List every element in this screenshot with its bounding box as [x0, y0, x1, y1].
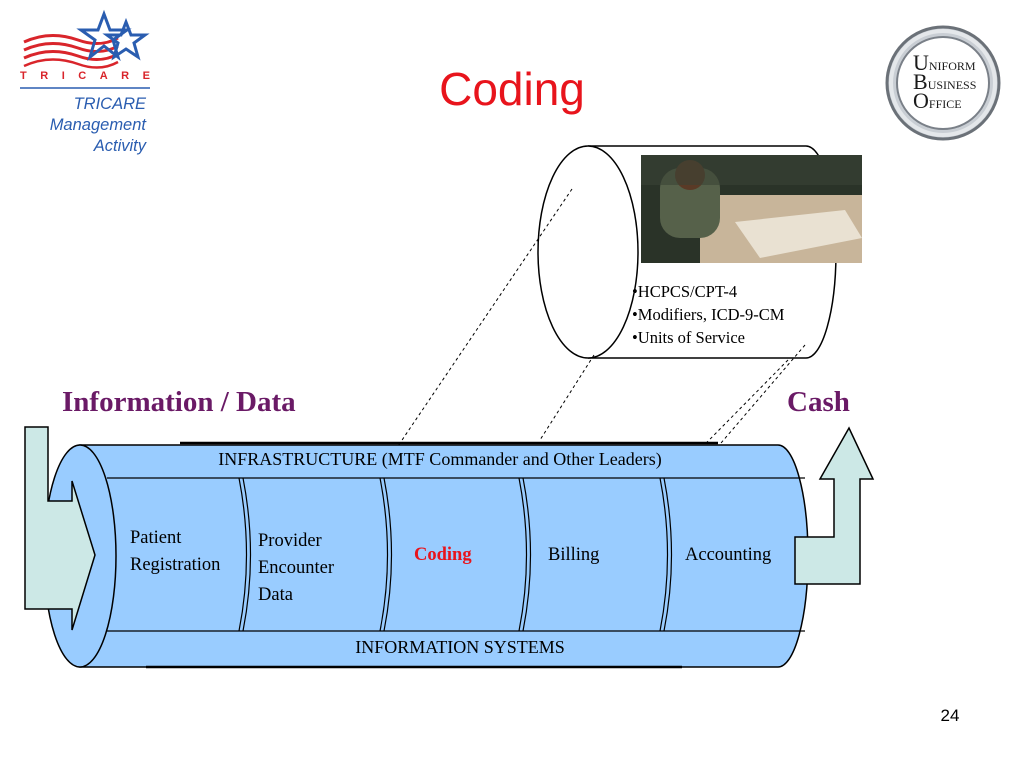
output-arrow [794, 426, 875, 585]
logo-caption: TRICARE Management Activity [22, 94, 146, 157]
list-item: •HCPCS/CPT-4 [632, 282, 738, 301]
input-arrow [24, 426, 96, 631]
information-systems-band: INFORMATION SYSTEMS [355, 637, 565, 657]
list-item: •Units of Service [632, 328, 746, 347]
coding-detail-list: •HCPCS/CPT-4 •Modifiers, ICD-9-CM •Units… [632, 280, 784, 349]
stage-billing: Billing [548, 545, 600, 565]
logo-line: Activity [93, 137, 146, 155]
seal-text: UNIFORM BUSINESS OFFICE [913, 50, 977, 113]
list-item: •Modifiers, ICD-9-CM [632, 305, 785, 324]
stage-accounting: Accounting [685, 545, 772, 565]
cash-label: Cash [787, 386, 850, 418]
clerk-photo [641, 155, 862, 263]
page-number: 24 [940, 706, 960, 725]
ubo-seal-icon [885, 25, 1001, 141]
stage-provider-encounter: Provider Encounter Data [258, 531, 335, 605]
stage-coding: Coding [414, 545, 472, 565]
logo-line: TRICARE [73, 95, 146, 113]
slide-title: Coding [439, 63, 585, 115]
logo-line: Management [49, 116, 146, 134]
information-data-label: Information / Data [62, 386, 296, 418]
tricare-logo-icon [20, 9, 150, 89]
stage-patient-registration: Patient Registration [130, 528, 221, 575]
infrastructure-band: INFRASTRUCTURE (MTF Commander and Other … [218, 449, 662, 469]
